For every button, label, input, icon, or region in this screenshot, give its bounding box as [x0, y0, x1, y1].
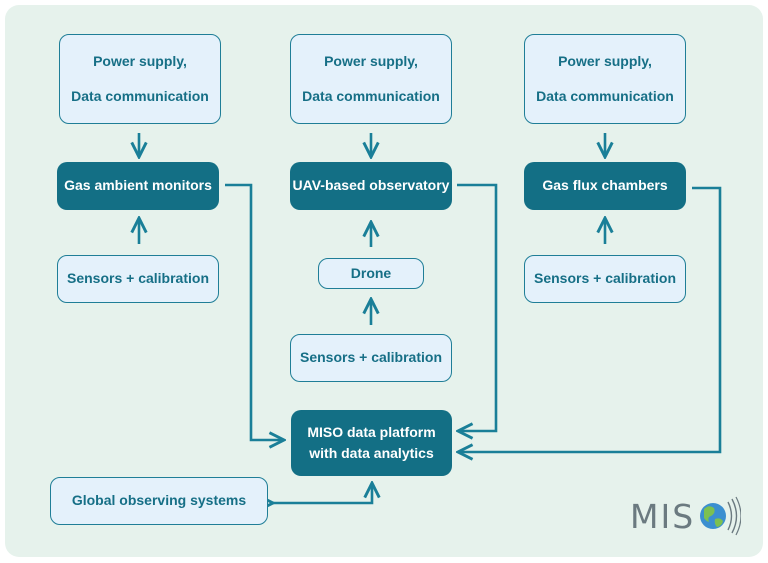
- sensors-calibration-label: Sensors + calibration: [534, 270, 676, 287]
- sensors-calibration-label: Sensors + calibration: [67, 270, 209, 287]
- uav-based-observatory-box: UAV-based observatory: [290, 162, 452, 210]
- logo-text: MIS: [630, 496, 696, 536]
- data-communication-label: Data communication: [536, 88, 674, 104]
- gas-flux-chambers-label: Gas flux chambers: [542, 177, 668, 194]
- drone-label: Drone: [350, 264, 392, 281]
- drone-box: Drone: [318, 258, 424, 289]
- link-uav-to-platform: [457, 183, 498, 431]
- gas-ambient-monitors-label: Gas ambient monitors: [64, 177, 212, 194]
- power-supply-box-2: Power supply, Data communication: [290, 34, 452, 124]
- globe-icon: [700, 496, 742, 536]
- sensors-calibration-box-3: Sensors + calibration: [524, 255, 686, 303]
- power-supply-label: Power supply,: [93, 52, 187, 69]
- uav-based-observatory-label: UAV-based observatory: [292, 177, 450, 194]
- platform-line-1: MISO data platform: [307, 423, 436, 440]
- data-communication-label: Data communication: [302, 88, 440, 104]
- power-supply-box-3: Power supply, Data communication: [524, 34, 686, 124]
- gas-flux-chambers-box: Gas flux chambers: [524, 162, 686, 210]
- miso-data-platform-box: MISO data platform with data analytics: [291, 410, 452, 476]
- sensors-calibration-box-2: Sensors + calibration: [290, 334, 452, 382]
- power-supply-box-1: Power supply, Data communication: [59, 34, 221, 124]
- link-global-platform-two-way: [273, 483, 372, 503]
- platform-line-2: with data analytics: [309, 445, 434, 461]
- gas-ambient-monitors-box: Gas ambient monitors: [57, 162, 219, 210]
- sensors-calibration-box-1: Sensors + calibration: [57, 255, 219, 303]
- global-observing-systems-label: Global observing systems: [71, 492, 247, 509]
- data-communication-label: Data communication: [71, 88, 209, 104]
- miso-logo: MIS: [630, 493, 742, 539]
- global-observing-systems-box: Global observing systems: [50, 477, 268, 525]
- power-supply-label: Power supply,: [558, 52, 652, 69]
- link-gas-monitors-to-platform: [225, 183, 284, 440]
- link-flux-chambers-to-platform: [458, 186, 722, 452]
- power-supply-label: Power supply,: [324, 52, 418, 69]
- sensors-calibration-label: Sensors + calibration: [300, 349, 442, 366]
